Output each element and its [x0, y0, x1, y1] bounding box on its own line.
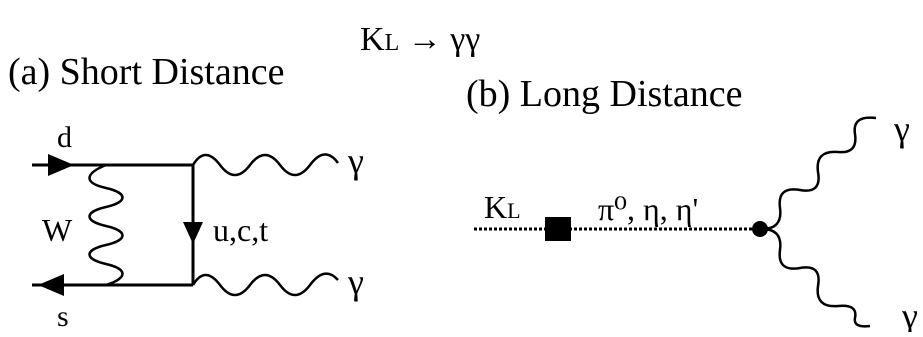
quark-out-label: s: [57, 300, 69, 332]
internal-quark-arrow: [183, 222, 203, 244]
panel-a-short-distance: (a) Short Distance d s W u,c,t γ γ: [8, 51, 364, 333]
quark-out-arrow: [38, 274, 64, 296]
w-boson-line: [88, 163, 124, 287]
panel-b-label: (b) Long Distance: [466, 73, 742, 115]
kaon-label: KL: [484, 189, 521, 225]
quark-in-arrow: [48, 154, 74, 176]
intermediate-states-label: π⁰, η, η': [598, 191, 698, 227]
panel-b-long-distance: (b) Long Distance KL π⁰, η, η' γ γ: [466, 73, 918, 336]
quark-in-label: d: [57, 121, 72, 154]
photon-top-label: γ: [347, 141, 364, 181]
weak-vertex-square: [545, 217, 571, 241]
photon-line-top: [191, 153, 340, 177]
photon-line-bottom: [191, 272, 339, 297]
diagram-title: KL → γγ: [360, 21, 480, 58]
photon-line-down: [759, 227, 871, 328]
photon-bottom-label: γ: [347, 262, 364, 302]
photon-line-up: [759, 116, 877, 231]
internal-quark-label: u,c,t: [213, 212, 268, 248]
panel-a-label: (a) Short Distance: [8, 51, 284, 93]
w-boson-label: W: [42, 212, 73, 248]
photon-down-label: γ: [901, 296, 918, 332]
photon-up-label: γ: [893, 109, 910, 149]
